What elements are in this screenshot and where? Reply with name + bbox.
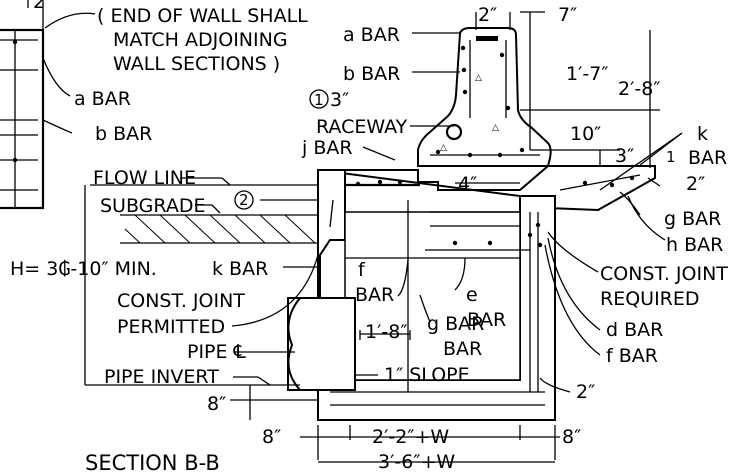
const-joint-permitted-2: PERMITTED — [117, 316, 225, 338]
bar-mid-label: BAR — [443, 338, 482, 360]
dim-3ft-6in-w: 3′-6″+W — [378, 451, 455, 473]
k-bar-right-label-2: BAR — [688, 147, 727, 169]
callout-1-marker — [309, 89, 329, 109]
svg-text:△: △ — [440, 143, 447, 153]
svg-text:△: △ — [475, 73, 482, 83]
f-bar-right-label: f BAR — [606, 345, 658, 367]
dim-2in-right: 2″ — [686, 173, 705, 195]
callout-2-marker — [234, 190, 254, 210]
dim-3in-label: 3″ — [330, 89, 349, 111]
dim-8in-left: 8″ — [207, 393, 226, 415]
j-bar-label: j BAR — [301, 137, 353, 159]
k-bar-right-label: k — [697, 123, 708, 145]
g-bar-right-label: g BAR — [664, 208, 721, 230]
raceway-conduit — [445, 123, 463, 141]
dim-2ft-2in-w: 2′-2″+W — [372, 426, 449, 448]
const-joint-required-1: CONST. JOINT — [600, 263, 728, 285]
pipe-centerline-label: PIPE ℄ — [187, 341, 247, 363]
raceway-label: RACEWAY — [316, 116, 408, 138]
height-note: H= 3₲-10″ MIN. — [10, 258, 157, 280]
const-joint-required-2: REQUIRED — [600, 288, 700, 310]
dim-2in-bottom: 2″ — [576, 381, 595, 403]
deck-slab — [317, 165, 656, 212]
subgrade-label: SUBGRADE — [100, 195, 205, 217]
dim-1ft-8in: 1′-8″ — [365, 321, 407, 343]
h-bar-right-label: h BAR — [666, 234, 723, 256]
note-line-2: MATCH ADJOINING — [113, 29, 288, 51]
top-number: 2 — [33, 0, 45, 13]
section-title: SECTION B-B — [85, 451, 220, 475]
b-bar-left-label: b BAR — [95, 123, 152, 145]
callout-2-number: 2 — [239, 191, 249, 209]
b-bar-barrier-label: b BAR — [343, 63, 400, 85]
note-line-1: ( END OF WALL SHALL — [97, 5, 308, 27]
dimension-lines — [84, 11, 683, 463]
dim-1ft-7in: 1′-7″ — [566, 63, 608, 85]
e-bar-label-2: BAR — [467, 309, 506, 331]
callout-1-number: 1 — [314, 91, 324, 109]
subgrade-hatching — [90, 184, 318, 244]
dim-7in: 7″ — [558, 4, 577, 26]
callouts: a BAR b BAR a BAR b BAR 1 3″ RACEWAY j B… — [10, 24, 728, 388]
barrier-section: △ △ △ — [417, 27, 552, 167]
dim-8in-bottom-left: 8″ — [262, 426, 281, 448]
f-bar-mid-2: BAR — [355, 284, 394, 306]
svg-text:△: △ — [492, 123, 499, 133]
dim-3in-right: 3″ — [615, 145, 634, 167]
e-bar-label: e — [466, 284, 478, 306]
g-bar-mid-label: g BAR — [427, 313, 484, 335]
pipe-invert-label: PIPE INVERT — [104, 366, 219, 388]
left-wall-elevation — [0, 0, 96, 210]
d-bar-label: d BAR — [606, 319, 663, 341]
pipe — [287, 297, 356, 391]
dim-4in: 4″ — [458, 173, 477, 195]
flow-line-label: FLOW LINE — [93, 167, 196, 189]
dim-2in-top: 2″ — [478, 4, 497, 26]
notes: 2 ( END OF WALL SHALL MATCH ADJOINING WA… — [33, 0, 308, 75]
dimensions: 2″ 7″ 1′-7″ 2′-8″ 10″ 3″ 4″ 1 2″ 1′-8″ 8… — [207, 4, 705, 473]
note-line-3: WALL SECTIONS ) — [113, 53, 280, 75]
a-bar-left-label: a BAR — [74, 88, 131, 110]
dim-2ft-8in: 2′-8″ — [618, 78, 660, 100]
dim-10in: 10″ — [570, 123, 601, 145]
const-joint-permitted-1: CONST. JOINT — [117, 290, 245, 312]
dim-8in-bottom-right: 8″ — [562, 426, 581, 448]
slope-label: 1″ SLOPE — [384, 364, 470, 386]
f-bar-mid-1: f — [358, 259, 366, 281]
a-bar-barrier-label: a BAR — [343, 24, 400, 46]
dim-1in: 1 — [666, 148, 676, 166]
k-bar-left-label: k BAR — [212, 258, 268, 280]
